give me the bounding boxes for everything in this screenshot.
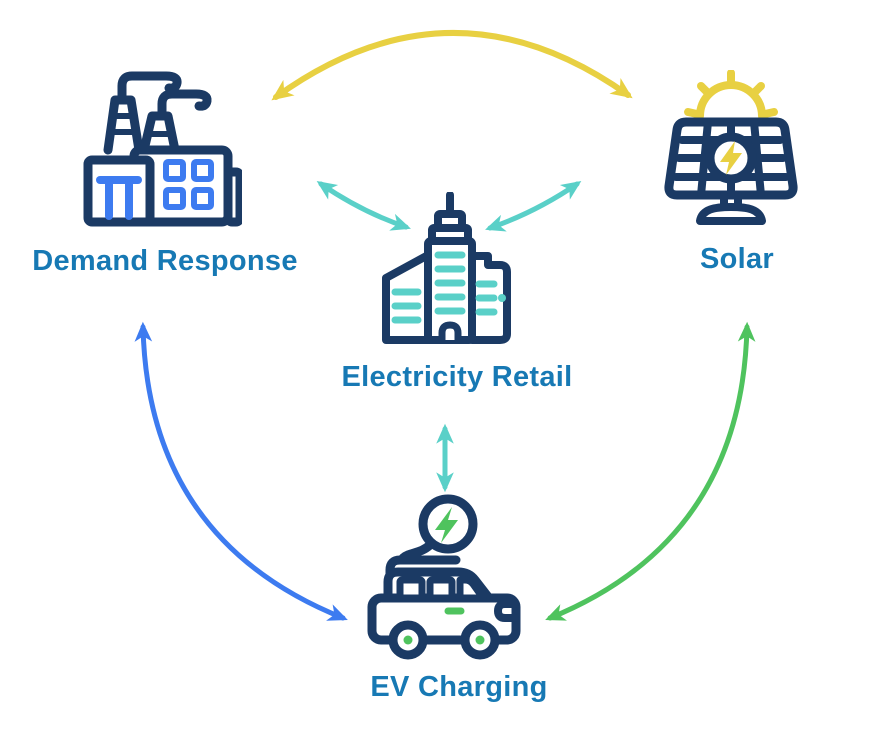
label-demand-response: Demand Response bbox=[32, 245, 298, 277]
tower-door bbox=[438, 321, 462, 344]
label-solar: Solar bbox=[699, 243, 775, 275]
chimney-left bbox=[103, 95, 144, 155]
car-windows bbox=[396, 576, 487, 602]
sun-icon bbox=[684, 70, 778, 120]
smoke-left bbox=[117, 71, 182, 105]
ev-car-icon bbox=[367, 494, 521, 660]
label-ev-charging: EV Charging bbox=[370, 671, 548, 703]
window-dot bbox=[498, 294, 506, 302]
wheel-hub-rear bbox=[403, 635, 413, 645]
headlight-detail bbox=[494, 600, 519, 622]
city-buildings-icon bbox=[382, 192, 511, 344]
building-windows bbox=[391, 251, 498, 324]
arrow-solar-ev-charging bbox=[545, 321, 756, 621]
smoke-right bbox=[157, 89, 212, 121]
arrow-demand-response-ev-charging bbox=[134, 321, 348, 621]
factory-left-building bbox=[83, 155, 155, 227]
label-electricity-retail: Electricity Retail bbox=[341, 361, 573, 393]
lightning-bolt-icon bbox=[720, 141, 742, 175]
solar-panel-icon bbox=[664, 70, 798, 225]
arrow-demand-response-solar bbox=[271, 30, 633, 101]
arrow-electricity-retail-solar bbox=[485, 181, 582, 232]
factory-windows bbox=[163, 159, 214, 210]
factory-icon bbox=[83, 71, 242, 227]
wheel-hub-front bbox=[475, 635, 485, 645]
left-building bbox=[382, 250, 434, 344]
arrow-electricity-retail-demand-response bbox=[316, 181, 411, 231]
lightning-bolt-icon bbox=[435, 507, 458, 543]
panel-stand bbox=[696, 191, 766, 225]
factory-door bbox=[96, 176, 142, 220]
